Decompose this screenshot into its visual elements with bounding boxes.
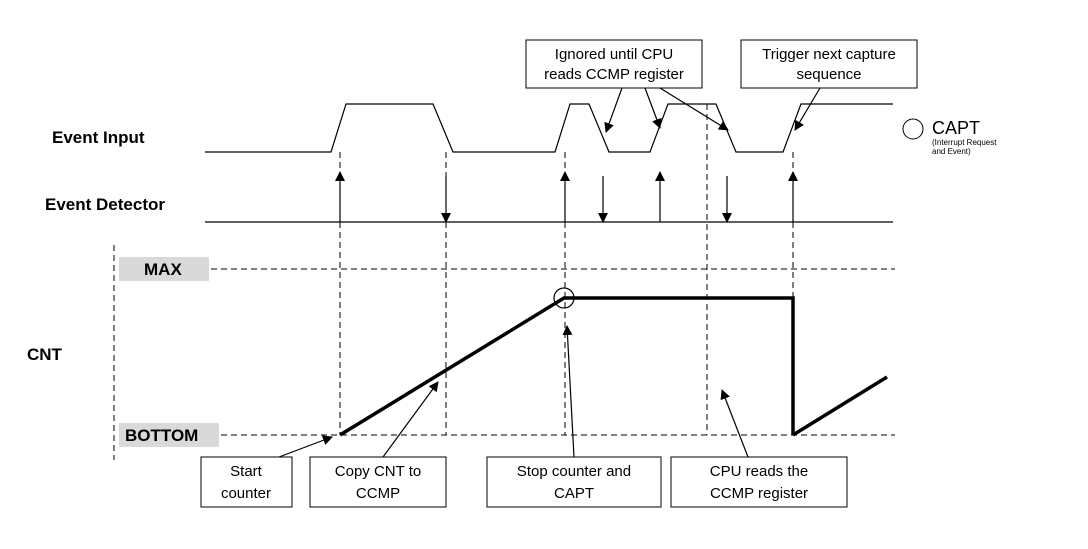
cpu-callout-box xyxy=(670,456,848,508)
start-callout-line1: Start xyxy=(230,463,263,480)
top-callout-leaders xyxy=(604,87,821,133)
counter-trace xyxy=(339,296,795,437)
copy-callout-line2: CCMP xyxy=(356,485,400,502)
ignored-callout-line2: reads CCMP register xyxy=(544,66,684,83)
bottom-tag: BOTTOM xyxy=(125,426,198,445)
capture-point-marker xyxy=(553,287,575,309)
max-tag-bg xyxy=(119,257,209,281)
capt-legend-label: CAPT xyxy=(932,118,980,138)
start-callout-line2: counter xyxy=(221,485,271,502)
ignored-callout-box xyxy=(525,39,703,89)
detector-arrows xyxy=(335,171,798,223)
event-input-label: Event Input xyxy=(52,128,145,147)
copy-callout-box xyxy=(309,456,447,508)
capt-legend-sub1: (Interrupt Request xyxy=(932,138,997,147)
event-detector-label: Event Detector xyxy=(45,195,165,214)
ignored-callout-line1: Ignored until CPU xyxy=(555,46,673,63)
stop-callout-line1: Stop counter and xyxy=(517,463,631,480)
trigger-callout-box xyxy=(740,39,918,89)
bottom-callout-leaders xyxy=(278,325,749,458)
counter-restart-trace xyxy=(792,375,888,437)
cpu-callout-line2: CCMP register xyxy=(710,485,808,502)
stop-callout-box xyxy=(486,456,662,508)
cpu-callout-line1: CPU reads the xyxy=(710,463,808,480)
stop-callout-line2: CAPT xyxy=(554,485,594,502)
start-callout-box xyxy=(200,456,293,508)
cnt-label: CNT xyxy=(27,345,63,364)
bottom-tag-bg xyxy=(119,423,219,447)
trigger-callout-line2: sequence xyxy=(796,66,861,83)
capt-legend-icon xyxy=(902,118,924,140)
trigger-callout-line1: Trigger next capture xyxy=(762,46,896,63)
capt-legend-sub2: and Event) xyxy=(932,147,971,156)
copy-callout-line1: Copy CNT to xyxy=(335,463,421,480)
max-tag: MAX xyxy=(144,260,182,279)
event-input-waveform xyxy=(205,103,893,153)
